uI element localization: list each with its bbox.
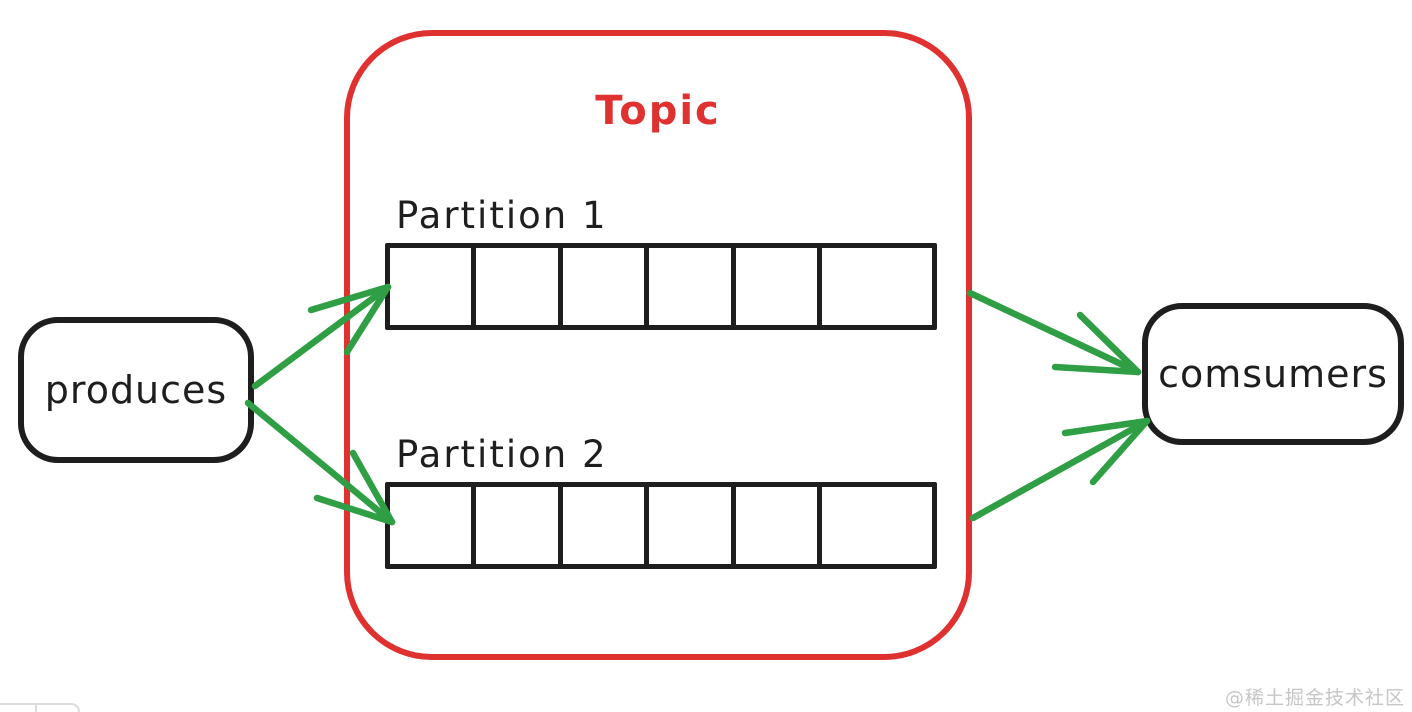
partition-2-label: Partition 2 xyxy=(396,433,608,476)
topic-label: Topic xyxy=(595,88,721,134)
arrow-topic-to-consumer-lower xyxy=(969,417,1151,522)
partition-cell xyxy=(562,248,650,325)
partition-cell xyxy=(476,248,563,325)
partition-cell xyxy=(649,248,736,325)
partition-1-cells xyxy=(385,243,937,330)
producer-box: produces xyxy=(18,317,254,463)
partition-1-label: Partition 1 xyxy=(396,194,608,237)
partition-cell xyxy=(822,487,933,564)
partition-cell xyxy=(649,487,736,564)
consumer-box: comsumers xyxy=(1142,303,1404,445)
toolbar-divider xyxy=(35,705,37,712)
partition-cell xyxy=(562,487,650,564)
watermark-text: @稀土掘金技术社区 xyxy=(1224,687,1405,709)
consumer-label: comsumers xyxy=(1158,352,1388,396)
arrow-topic-to-consumer-upper xyxy=(966,289,1142,376)
producer-label: produces xyxy=(44,368,228,412)
partition-cell xyxy=(476,487,563,564)
partition-cell xyxy=(390,487,477,564)
partition-2-cells xyxy=(385,482,937,569)
partition-cell xyxy=(735,487,823,564)
partition-cell xyxy=(822,248,933,325)
partition-cell xyxy=(735,248,823,325)
partition-cell xyxy=(390,248,477,325)
bottom-toolbar-fragment[interactable] xyxy=(0,703,80,712)
